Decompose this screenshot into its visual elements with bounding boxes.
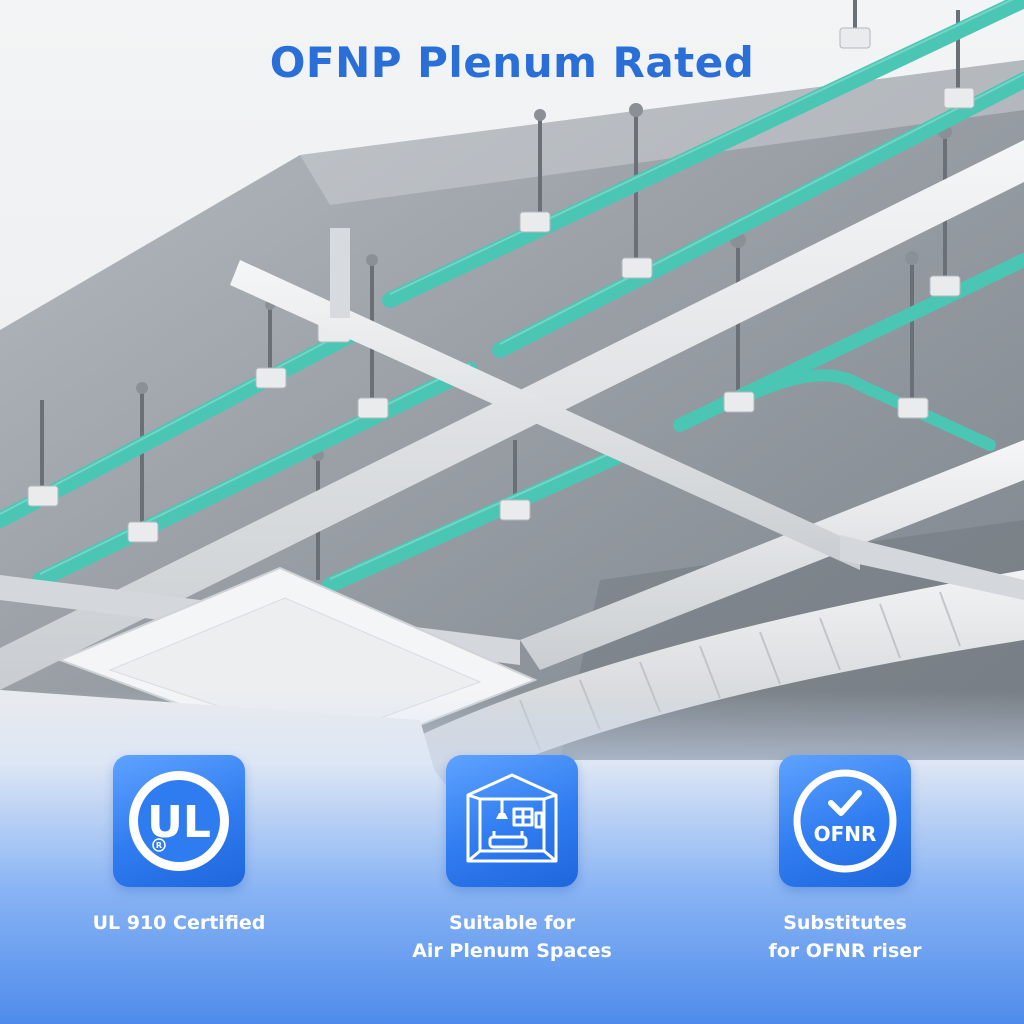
feature-label: Suitable for Air Plenum Spaces [382, 909, 642, 965]
ofnr-check-icon: OFNR [793, 769, 897, 873]
feature-label-line: UL 910 Certified [92, 912, 266, 934]
feature-label: UL 910 Certified [49, 909, 309, 937]
svg-text:OFNR: OFNR [814, 822, 877, 846]
feature-label: Substitutes for OFNR riser [715, 909, 975, 965]
feature-label-line: for OFNR riser [768, 940, 922, 962]
feature-plenum-spaces: Suitable for Air Plenum Spaces [382, 755, 642, 965]
svg-text:R: R [156, 841, 162, 850]
feature-tile: OFNR [779, 755, 911, 887]
feature-tile: UL R [113, 755, 245, 887]
feature-ul-certified: UL R UL 910 Certified [49, 755, 309, 937]
feature-ofnr-substitute: OFNR Substitutes for OFNR riser [715, 755, 975, 965]
plenum-room-icon [466, 773, 558, 863]
feature-tile [446, 755, 578, 887]
ul-certification-icon: UL R [129, 771, 229, 871]
feature-label-line: Substitutes [783, 912, 907, 934]
feature-label-line: Suitable for [449, 912, 575, 934]
page-title: OFNP Plenum Rated [269, 38, 755, 87]
feature-label-line: Air Plenum Spaces [412, 940, 612, 962]
fiber-cable-bundles [0, 0, 1024, 593]
